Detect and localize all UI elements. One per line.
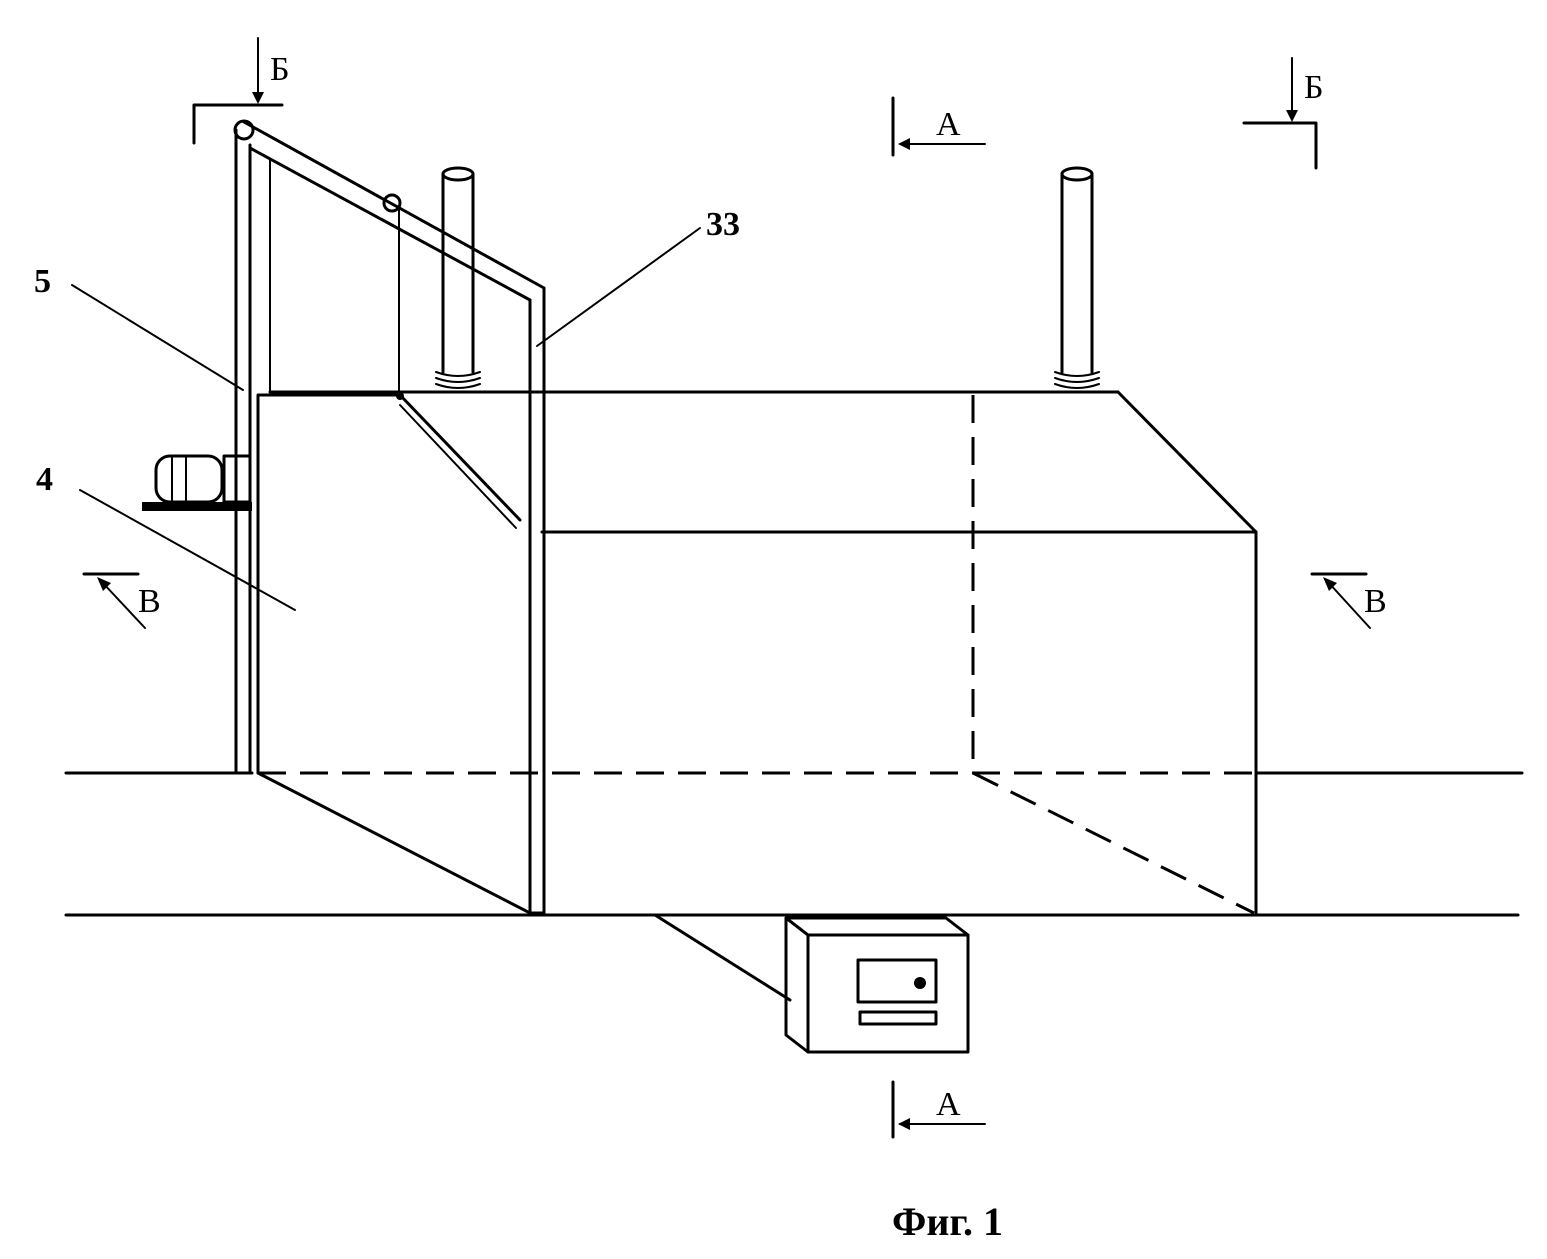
cabinet-front-face bbox=[808, 935, 968, 1052]
vent-pipe-left-top bbox=[443, 168, 473, 180]
cable-anchor bbox=[396, 392, 404, 400]
rear-gantry-frame-33 bbox=[530, 288, 544, 915]
section-b-right-bracket bbox=[1244, 123, 1316, 168]
vent-pipe-left-body bbox=[443, 174, 473, 372]
wall-slope-inner bbox=[400, 405, 516, 528]
arrow-down-icon bbox=[1286, 110, 1298, 122]
vent-pipe-left-clamp bbox=[436, 372, 480, 388]
section-label-a-bottom: А bbox=[936, 1086, 961, 1123]
cabinet-top-face bbox=[786, 918, 968, 935]
section-label-b-right: Б bbox=[1304, 69, 1324, 106]
arrow-left-icon bbox=[898, 138, 910, 150]
section-label-v-left: В bbox=[138, 583, 161, 620]
road-lines bbox=[66, 773, 1522, 915]
leader-5 bbox=[72, 285, 243, 390]
motor-body bbox=[156, 456, 222, 502]
ref-label-33: 33 bbox=[706, 206, 740, 243]
arrow-down-icon bbox=[252, 92, 264, 104]
motor-base-plate bbox=[142, 502, 252, 511]
cabinet-cable bbox=[655, 915, 790, 1000]
hidden-floor-diagonal bbox=[973, 773, 1254, 913]
figure-caption: Фиг. 1 bbox=[892, 1199, 1003, 1244]
cabinet-side-face bbox=[786, 918, 808, 1052]
ref-label-4: 4 bbox=[36, 461, 53, 498]
vent-pipes bbox=[436, 168, 1099, 388]
arrow-left-icon bbox=[898, 1118, 910, 1130]
frame-beam-top bbox=[244, 122, 544, 288]
vent-pipe-right-clamp bbox=[1055, 372, 1099, 388]
vent-pipe-right-top bbox=[1062, 168, 1092, 180]
left-wall-panel bbox=[258, 395, 400, 773]
control-cabinet bbox=[655, 915, 968, 1052]
wall-slope bbox=[400, 395, 520, 520]
section-label-a-top: А bbox=[936, 106, 961, 143]
front-gantry-frame-5 bbox=[235, 121, 544, 773]
frame-beam-bottom bbox=[250, 148, 530, 300]
section-label-b-left: Б bbox=[270, 51, 290, 88]
ref-label-5: 5 bbox=[34, 263, 51, 300]
section-label-v-right: В bbox=[1364, 583, 1387, 620]
cabinet-slot bbox=[860, 1012, 936, 1024]
leader-lines bbox=[72, 228, 700, 610]
leader-33 bbox=[537, 228, 700, 346]
section-markers bbox=[84, 38, 1370, 1137]
floor-diagonal-left bbox=[258, 773, 530, 913]
vent-pipe-right-body bbox=[1062, 174, 1092, 372]
cabinet-indicator-icon bbox=[914, 977, 926, 989]
tunnel-structure bbox=[258, 392, 1256, 915]
roof-slope-right bbox=[1118, 392, 1256, 532]
